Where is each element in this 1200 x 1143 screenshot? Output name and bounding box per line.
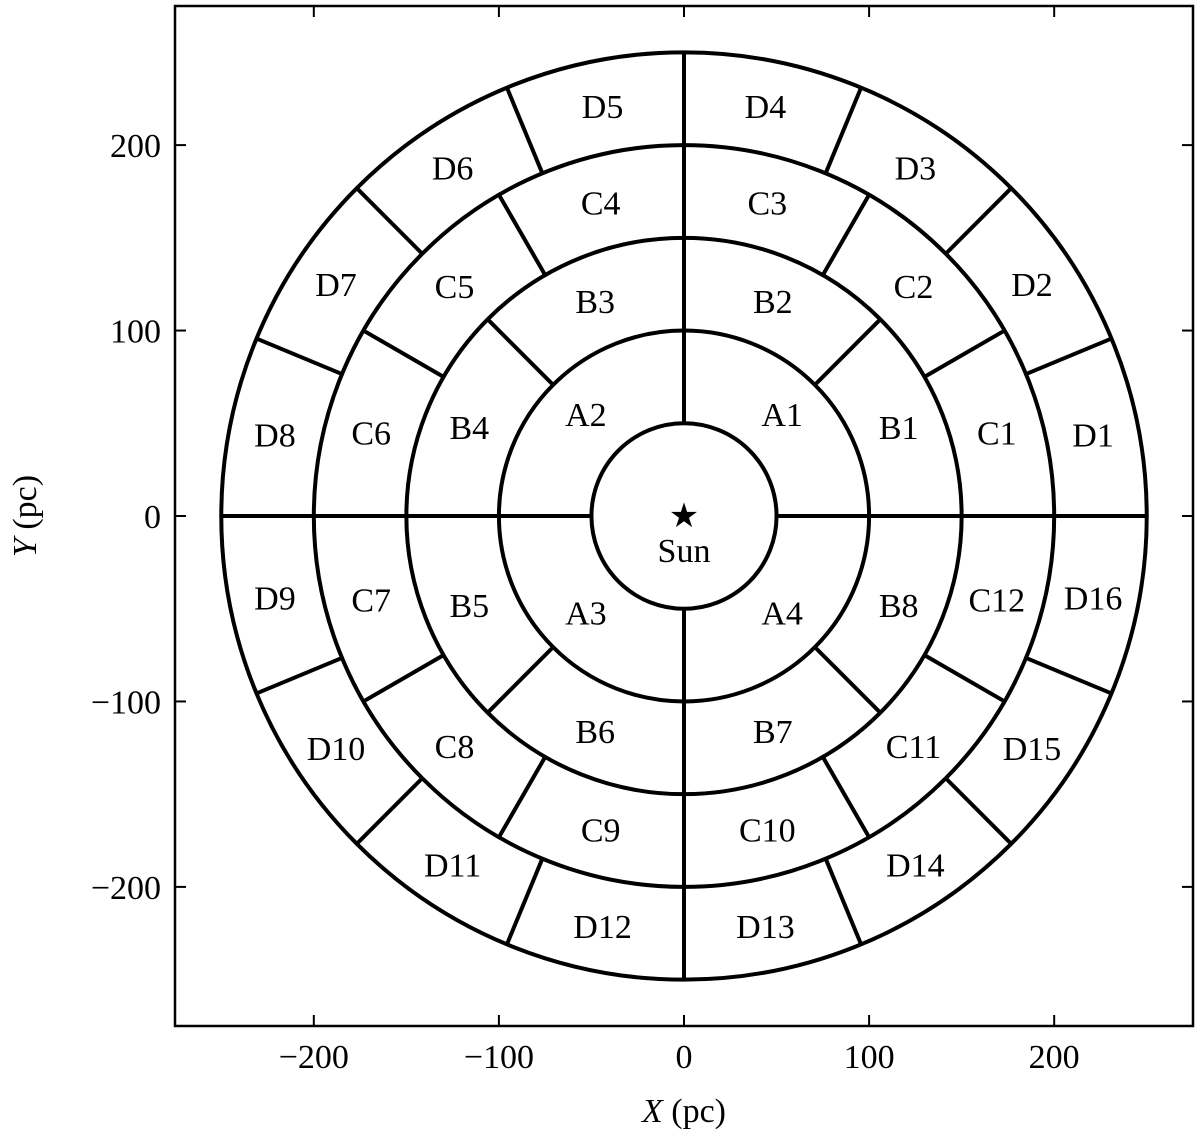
y-axis-label: Y (pc) xyxy=(7,475,44,557)
region-label-A4: A4 xyxy=(761,595,803,632)
y-tick-label: 0 xyxy=(144,499,161,536)
region-label-C8: C8 xyxy=(435,729,475,766)
sector-boundary-C-11 xyxy=(821,755,871,839)
sector-boundary-B-6 xyxy=(486,645,555,715)
region-label-A1: A1 xyxy=(761,397,803,434)
region-label-B4: B4 xyxy=(449,410,489,447)
region-label-D4: D4 xyxy=(745,89,787,126)
region-label-B7: B7 xyxy=(753,714,793,751)
sector-boundary-D-8 xyxy=(255,336,343,376)
region-label-D12: D12 xyxy=(573,909,632,946)
sector-boundary-D-16 xyxy=(1025,656,1113,696)
sector-boundary-B-2 xyxy=(813,317,882,387)
sector-boundary-C-8 xyxy=(362,653,445,704)
region-label-B1: B1 xyxy=(879,410,919,447)
region-label-B3: B3 xyxy=(575,284,615,321)
region-label-B6: B6 xyxy=(575,714,615,751)
sector-boundary-B-4 xyxy=(486,317,555,387)
sector-boundary-D-15 xyxy=(944,776,1013,846)
y-axis-unit: (pc) xyxy=(7,475,44,538)
region-label-D8: D8 xyxy=(254,417,296,454)
region-label-A3: A3 xyxy=(565,595,607,632)
region-label-C1: C1 xyxy=(977,416,1017,453)
sector-boundary-C-6 xyxy=(362,328,445,379)
region-label-D11: D11 xyxy=(424,848,481,885)
axis-ticks: −200 −100 0 100 200 −200 −100 0 100 200 xyxy=(91,6,1193,1076)
region-label-D6: D6 xyxy=(432,150,474,187)
ring-geometry xyxy=(219,50,1149,982)
region-label-C6: C6 xyxy=(351,416,391,453)
region-label-C12: C12 xyxy=(968,582,1025,619)
region-label-D16: D16 xyxy=(1064,581,1123,618)
region-label-C4: C4 xyxy=(581,186,621,223)
region-label-C10: C10 xyxy=(739,812,796,849)
x-tick-label: −100 xyxy=(464,1039,534,1076)
region-label-D10: D10 xyxy=(307,731,366,768)
sector-boundary-C-12 xyxy=(923,653,1006,704)
x-axis-label: X (pc) xyxy=(640,1093,726,1130)
y-tick-label: −200 xyxy=(91,870,161,907)
region-label-A2: A2 xyxy=(565,397,607,434)
region-label-C5: C5 xyxy=(435,269,475,306)
sun-label: Sun xyxy=(658,533,711,570)
x-tick-label: 200 xyxy=(1029,1039,1080,1076)
x-tick-label: 0 xyxy=(676,1039,693,1076)
y-tick-label: 100 xyxy=(110,314,161,351)
sector-boundary-D-7 xyxy=(355,186,424,256)
x-tick-label: 100 xyxy=(844,1039,895,1076)
region-label-C2: C2 xyxy=(894,269,934,306)
x-tick-label: −200 xyxy=(279,1039,349,1076)
y-axis-variable: Y xyxy=(7,535,44,557)
sector-boundary-C-5 xyxy=(497,193,547,277)
region-label-D1: D1 xyxy=(1072,417,1114,454)
region-label-D13: D13 xyxy=(736,909,795,946)
region-label-C11: C11 xyxy=(886,729,941,766)
y-tick-label: 200 xyxy=(110,128,161,165)
region-label-D3: D3 xyxy=(895,150,937,187)
region-label-C9: C9 xyxy=(581,812,621,849)
region-label-B2: B2 xyxy=(753,284,793,321)
sector-boundary-C-3 xyxy=(821,193,871,277)
sector-boundary-D-10 xyxy=(255,656,343,696)
y-tick-label: −100 xyxy=(91,684,161,721)
sector-boundary-D-2 xyxy=(1025,336,1113,376)
sector-boundary-D-12 xyxy=(505,857,545,946)
sector-boundary-D-11 xyxy=(355,776,424,846)
region-label-D2: D2 xyxy=(1011,267,1053,304)
x-axis-variable: X xyxy=(640,1093,664,1130)
sector-boundary-D-3 xyxy=(944,186,1013,256)
sector-boundary-D-14 xyxy=(823,857,863,946)
region-label-C7: C7 xyxy=(351,582,391,619)
region-label-C3: C3 xyxy=(747,186,787,223)
region-label-B5: B5 xyxy=(449,588,489,625)
x-axis-unit: (pc) xyxy=(663,1093,726,1130)
region-label-B8: B8 xyxy=(879,588,919,625)
sun-star-icon: ★ xyxy=(669,498,699,535)
sector-boundary-C-2 xyxy=(923,328,1006,379)
sector-boundary-B-8 xyxy=(813,645,882,715)
region-label-D15: D15 xyxy=(1003,731,1062,768)
region-label-D7: D7 xyxy=(315,267,357,304)
sector-boundary-D-4 xyxy=(823,86,863,175)
region-label-D14: D14 xyxy=(886,848,945,885)
sector-boundary-C-9 xyxy=(497,755,547,839)
sector-boundary-D-6 xyxy=(505,86,545,175)
region-label-D9: D9 xyxy=(254,581,296,618)
region-label-D5: D5 xyxy=(582,89,624,126)
